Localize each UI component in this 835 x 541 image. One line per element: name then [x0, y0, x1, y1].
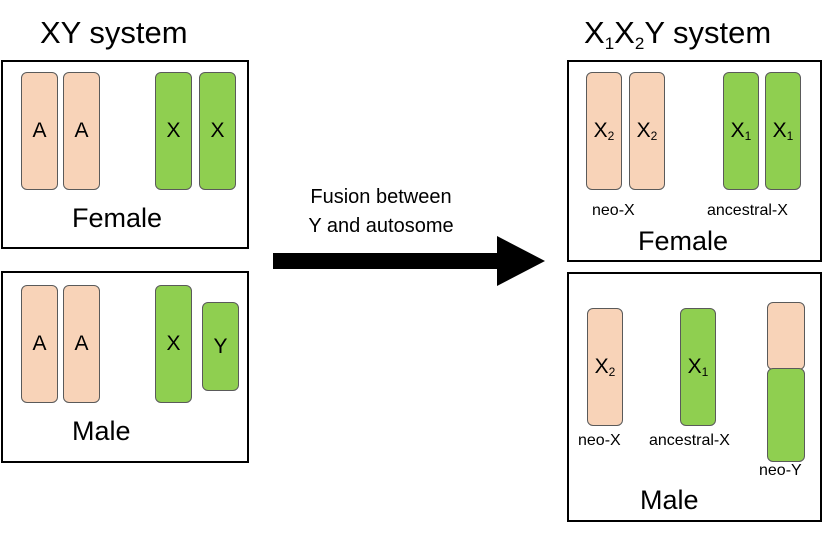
xy-system-title: XY system [40, 15, 188, 50]
xy-female-panel: A A X X Female [1, 60, 249, 249]
x-chromosome: X [155, 285, 192, 403]
autosome-chromosome: A [63, 285, 100, 403]
neo-y-autosome-part [767, 302, 805, 370]
chrom-sub: 1 [701, 365, 709, 379]
chrom-base: X [772, 119, 787, 142]
title-x2-base: X [614, 15, 635, 50]
chrom-base: X [730, 119, 745, 142]
y-chromosome: Y [202, 302, 239, 391]
male-label: Male [640, 485, 699, 515]
chrom-base: X [687, 355, 702, 378]
autosome-chromosome: A [21, 72, 58, 190]
title-rest: Y system [644, 15, 772, 50]
x-chromosome: X [155, 72, 192, 190]
neo-x-label: neo-X [592, 202, 635, 219]
fusion-label-line1: Fusion between [310, 186, 452, 208]
neo-x-label: neo-X [578, 432, 621, 449]
male-label: Male [72, 416, 131, 446]
neo-y-chromosome [767, 302, 805, 462]
chrom-base: X [636, 119, 651, 142]
fusion-label-line2: Y and autosome [308, 215, 454, 237]
chrom-base: X [593, 119, 608, 142]
neo-y-label: neo-Y [759, 462, 802, 479]
fusion-label: Fusion between Y and autosome [281, 183, 481, 241]
chrom-sub: 1 [786, 129, 794, 143]
neo-y-y-part [767, 368, 805, 462]
autosome-chromosome: A [21, 285, 58, 403]
female-label: Female [72, 203, 163, 233]
chrom-sub: 2 [607, 129, 615, 143]
female-label: Female [638, 226, 729, 256]
chrom-sub: 1 [744, 129, 752, 143]
chrom-sub: 2 [650, 129, 658, 143]
title-x1-base: X [584, 15, 605, 50]
x-chromosome: X [199, 72, 236, 190]
title-x2-sub: 2 [634, 34, 645, 53]
ancestral-x-label: ancestral-X [707, 202, 788, 219]
x1x2y-system-title: X1X2Y system [584, 15, 772, 52]
ancestral-x-label: ancestral-X [649, 432, 730, 449]
chrom-base: X [594, 355, 609, 378]
xy-male-panel: A A X Y Male [1, 271, 249, 463]
title-x1-sub: 1 [604, 34, 615, 53]
chrom-sub: 2 [608, 365, 616, 379]
autosome-chromosome: A [63, 72, 100, 190]
